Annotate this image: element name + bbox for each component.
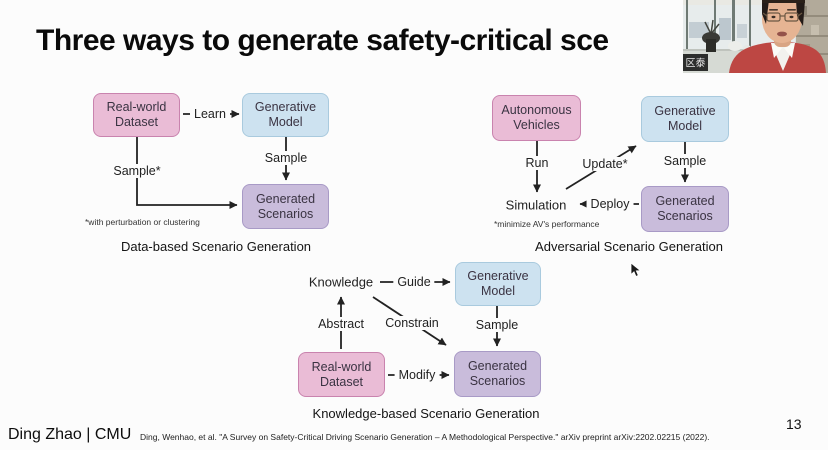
citation-text: Ding, Wenhao, et al. "A Survey on Safety…	[140, 432, 710, 442]
edge-label-sample-adv: Sample	[659, 154, 711, 168]
edge-label-update: Update*	[578, 157, 632, 171]
edge-label-constrain: Constrain	[381, 316, 443, 330]
mouth	[777, 31, 787, 37]
caption-adversarial: Adversarial Scenario Generation	[535, 239, 723, 254]
caption-data-based: Data-based Scenario Generation	[120, 239, 312, 254]
node-real-world-dataset-kb: Real-world Dataset	[298, 352, 385, 397]
page-number: 13	[786, 416, 802, 432]
edge-label-deploy: Deploy	[586, 197, 634, 211]
node-autonomous-vehicles: Autonomous Vehicles	[492, 95, 581, 141]
node-generative-model-kb: Generative Model	[455, 262, 541, 306]
edge-label-abstract: Abstract	[314, 317, 368, 331]
node-real-world-dataset: Real-world Dataset	[93, 93, 180, 137]
footnote-adversarial: *minimize AV's performance	[494, 219, 600, 229]
webcam-watermark: 区泰	[683, 54, 708, 71]
edge-label-modify: Modify	[394, 368, 440, 382]
person	[729, 0, 826, 73]
webcam-video: 区泰	[683, 0, 828, 73]
caption-knowledge-based: Knowledge-based Scenario Generation	[312, 406, 540, 421]
author-credit: Ding Zhao | CMU	[8, 426, 132, 443]
hair	[762, 0, 769, 24]
glasses	[762, 12, 803, 22]
svg-text:区泰: 区泰	[686, 57, 706, 70]
node-generated-scenarios-kb: Generated Scenarios	[454, 351, 541, 397]
slide-title: Three ways to generate safety-critical s…	[36, 24, 609, 57]
face	[762, 0, 802, 43]
webcam-scene: 区泰	[683, 0, 828, 73]
edge-label-learn: Learn	[190, 107, 230, 121]
node-generative-model: Generative Model	[242, 93, 329, 137]
edge-label-guide: Guide	[393, 275, 435, 289]
footnote-data-based: *with perturbation or clustering	[85, 217, 200, 227]
node-generated-scenarios-adv: Generated Scenarios	[641, 186, 729, 232]
plant	[702, 19, 720, 52]
edge-label-sample-model: Sample	[260, 151, 312, 165]
mouse-cursor-icon	[630, 262, 642, 278]
node-simulation: Simulation	[505, 197, 567, 213]
edge-label-sample-dataset: Sample*	[109, 164, 165, 178]
edge-label-run: Run	[521, 156, 553, 170]
node-generative-model-adv: Generative Model	[641, 96, 729, 142]
edge-label-sample-kb: Sample	[471, 318, 523, 332]
node-knowledge: Knowledge	[308, 274, 374, 290]
node-generated-scenarios: Generated Scenarios	[242, 184, 329, 229]
